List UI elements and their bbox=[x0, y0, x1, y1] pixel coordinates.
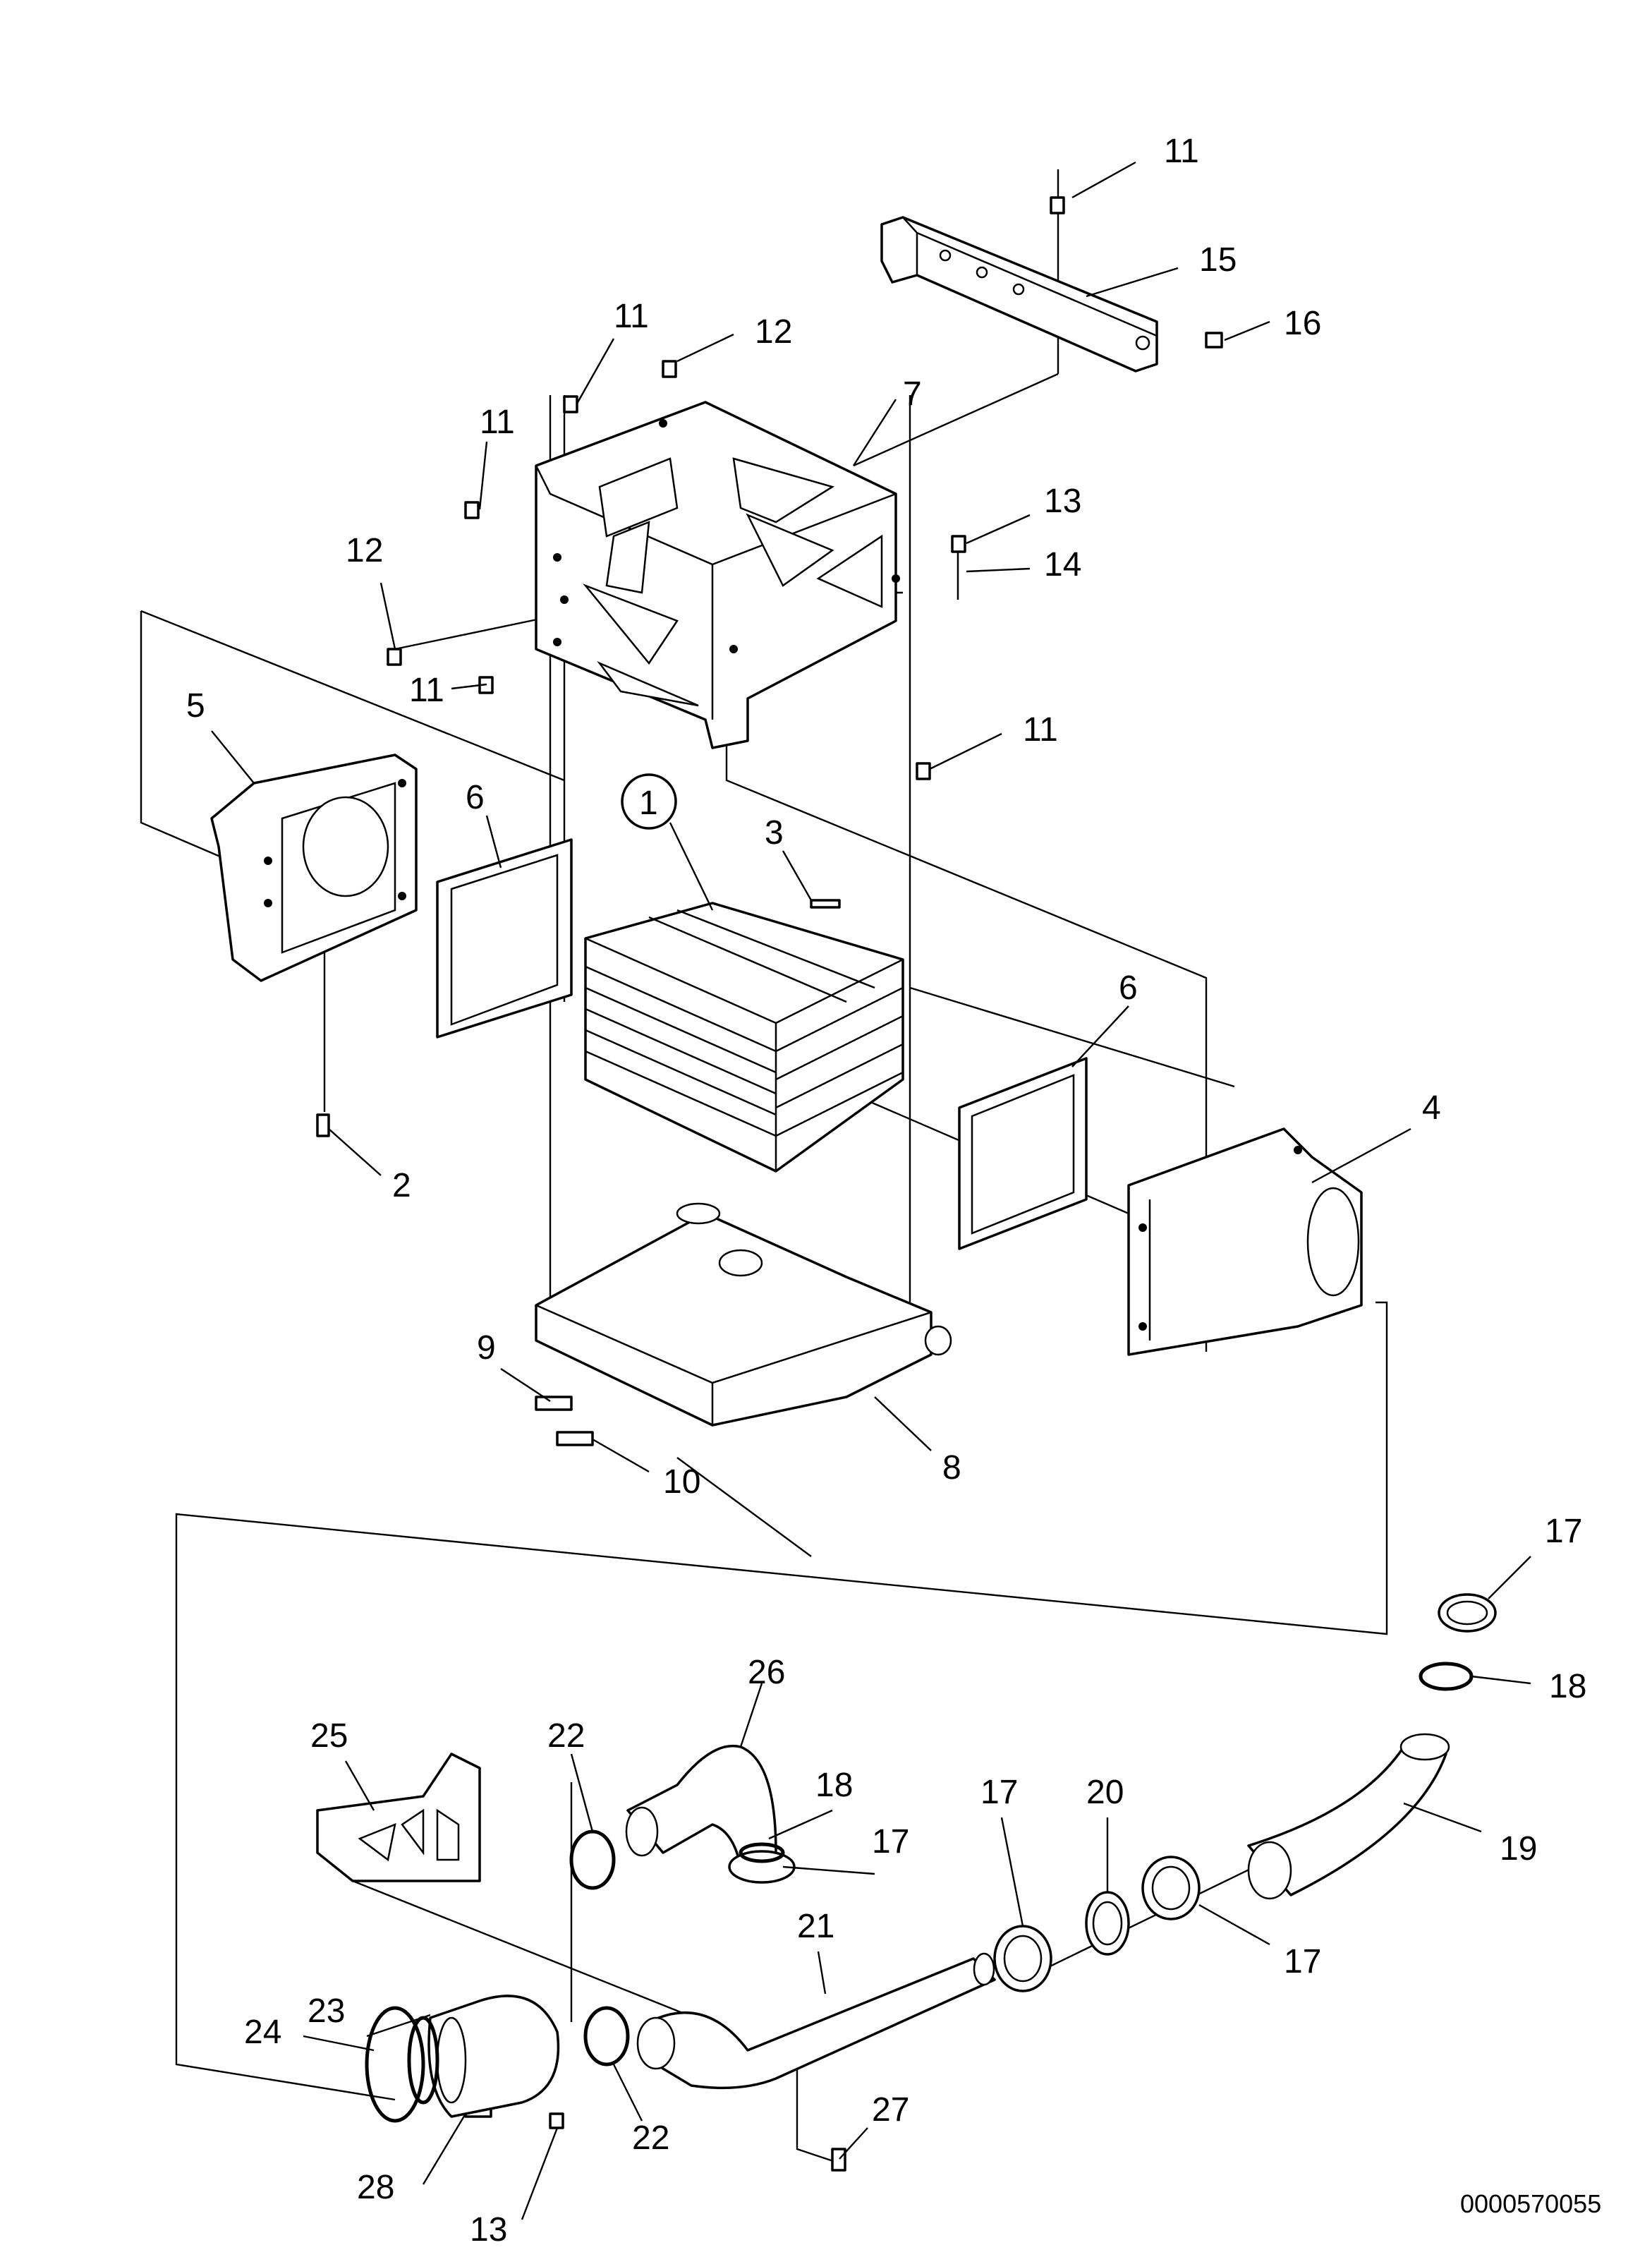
callout-3: 3 bbox=[765, 814, 784, 852]
callout-24: 24 bbox=[244, 2014, 281, 2051]
callout-10: 10 bbox=[663, 1463, 700, 1501]
callout-11: 11 bbox=[1164, 133, 1199, 170]
part-26-elbow-hose bbox=[625, 1745, 777, 1868]
callout-7: 7 bbox=[903, 375, 922, 413]
callout-2: 2 bbox=[392, 1167, 411, 1204]
callout-leaders bbox=[211, 161, 1411, 1473]
callout-1-circle bbox=[621, 773, 677, 830]
callout-18: 18 bbox=[1549, 1668, 1586, 1705]
callout-28: 28 bbox=[357, 2169, 394, 2206]
callout-26: 26 bbox=[748, 1654, 785, 1691]
part-23-intake-housing bbox=[427, 1995, 560, 2118]
callout-17: 17 bbox=[980, 1774, 1018, 1811]
callout-labels: 11 15 16 11 12 7 11 13 14 12 11 11 5 6 1… bbox=[186, 133, 1586, 2249]
callout-6: 6 bbox=[1119, 969, 1138, 1007]
part-1-radiator-core bbox=[584, 902, 904, 1173]
part-4-right-airbox bbox=[1127, 1127, 1363, 1356]
part-8-bottom-tray bbox=[535, 1202, 952, 1427]
callout-8: 8 bbox=[942, 1449, 961, 1487]
callout-17: 17 bbox=[1284, 1943, 1321, 1980]
callout-17: 17 bbox=[1545, 1513, 1582, 1550]
callout-leaders-lower bbox=[303, 1556, 1531, 2220]
part-21-long-pipe bbox=[636, 1952, 996, 2090]
callout-21: 21 bbox=[797, 1908, 834, 1945]
part-25-bracket-plate bbox=[316, 1753, 481, 1882]
callout-23: 23 bbox=[308, 1992, 345, 2030]
callout-1: 1 bbox=[639, 785, 658, 822]
callout-20: 20 bbox=[1086, 1774, 1124, 1811]
callout-14: 14 bbox=[1044, 546, 1081, 583]
callout-5: 5 bbox=[186, 687, 205, 725]
callout-6: 6 bbox=[466, 779, 485, 816]
callout-11: 11 bbox=[409, 672, 444, 709]
callout-22: 22 bbox=[632, 2119, 669, 2157]
callout-16: 16 bbox=[1284, 305, 1321, 342]
part-6-gasket-right bbox=[958, 1057, 1088, 1250]
part-15-bracket-bar bbox=[880, 216, 1158, 373]
callout-19: 19 bbox=[1500, 1830, 1537, 1868]
part-5-left-airbox bbox=[210, 754, 418, 982]
callout-11: 11 bbox=[614, 298, 649, 335]
callout-18: 18 bbox=[815, 1767, 853, 1804]
callout-25: 25 bbox=[310, 1717, 348, 1755]
callout-22: 22 bbox=[547, 1717, 585, 1755]
callout-15: 15 bbox=[1199, 241, 1237, 279]
document-number: 0000570055 bbox=[1460, 2189, 1601, 2218]
callout-13: 13 bbox=[1044, 483, 1081, 520]
callout-9: 9 bbox=[477, 1329, 496, 1367]
part-7-upper-frame bbox=[535, 401, 900, 749]
callout-4: 4 bbox=[1422, 1089, 1441, 1127]
callout-11: 11 bbox=[1023, 711, 1058, 749]
part-6-gasket-left bbox=[436, 838, 573, 1039]
callout-27: 27 bbox=[872, 2091, 909, 2129]
callout-12: 12 bbox=[346, 532, 383, 569]
callout-13: 13 bbox=[470, 2211, 507, 2249]
callout-12: 12 bbox=[755, 313, 792, 351]
callout-11: 11 bbox=[480, 404, 515, 441]
part-19-curved-pipe bbox=[1247, 1733, 1450, 1900]
callout-17: 17 bbox=[872, 1823, 909, 1860]
